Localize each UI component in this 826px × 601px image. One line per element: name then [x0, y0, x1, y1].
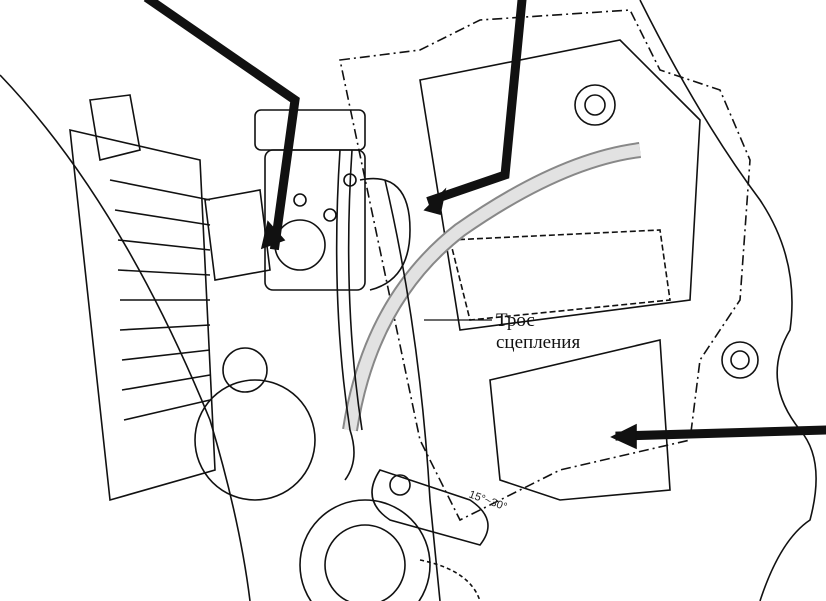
mount-hole-lower	[721, 341, 759, 379]
cylinder-fins	[69, 94, 216, 502]
arrow-box	[615, 425, 826, 441]
arrowhead-carburetor	[260, 220, 286, 250]
generator-cover	[194, 379, 316, 501]
arrow-intake	[426, 0, 527, 206]
cable-bracket	[371, 469, 489, 546]
battery	[448, 229, 671, 321]
frame-outline-right	[639, 0, 817, 601]
side-cover-outline	[339, 9, 751, 522]
relay-box	[489, 339, 671, 501]
arrowhead-intake	[423, 187, 447, 215]
callout-line-1: Трос	[496, 310, 535, 331]
battery-box	[419, 39, 701, 331]
clutch-cable	[335, 149, 355, 481]
carburetor	[204, 109, 411, 291]
callout-clutch-cable: Трос сцепления	[496, 310, 580, 354]
mount-hole-upper	[574, 84, 616, 126]
pointer-arrows	[143, 0, 826, 441]
breather-hose	[342, 142, 642, 432]
cable-right	[384, 179, 441, 601]
arrow-carburetor	[143, 0, 300, 251]
clutch-cover	[299, 499, 431, 601]
frame-outline-left	[0, 74, 251, 601]
arrowhead-box	[610, 423, 637, 450]
callout-line-2: сцепления	[496, 332, 581, 353]
